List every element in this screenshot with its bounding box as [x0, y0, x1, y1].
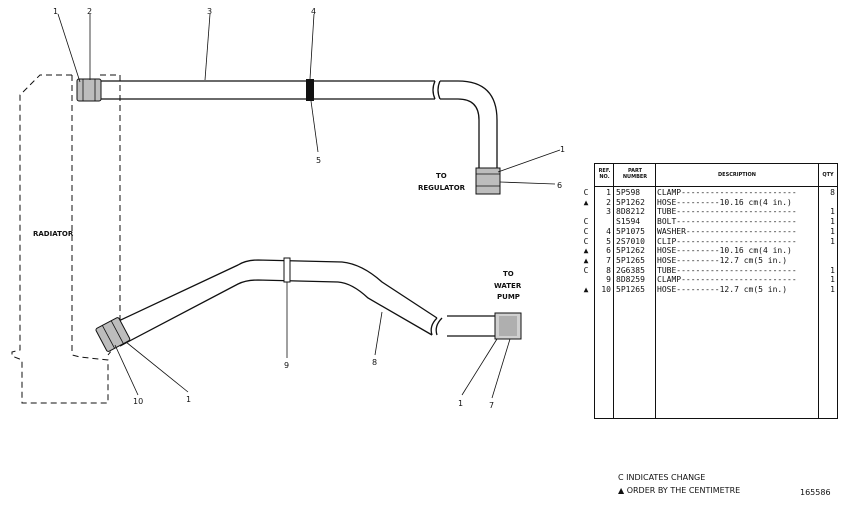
- row-ref-no: 3: [606, 207, 611, 217]
- table-row: ▲ 7 5P1265 HOSE---------12.7 cm(5 in.): [584, 255, 837, 266]
- callout-4: 4: [311, 7, 316, 16]
- row-ref-no: 10: [601, 285, 611, 294]
- to-pump-label-1: TO: [503, 270, 514, 278]
- row-description: WASHER-----------------------: [657, 226, 797, 236]
- figure-number: 165586: [800, 488, 831, 497]
- row-part-number: 5P1265: [616, 285, 645, 294]
- row-change-mark: ▲: [583, 255, 589, 265]
- row-qty: 1: [830, 217, 835, 227]
- ref-no-header: REF. NO.: [598, 168, 611, 180]
- callout-8: 8: [372, 358, 377, 367]
- radiator-label: RADIATOR: [33, 230, 74, 238]
- table-row: C 4 5P1075 WASHER----------------------- 1: [584, 226, 837, 237]
- callout-1-lower: 1: [186, 395, 191, 404]
- callout-5: 5: [316, 156, 321, 165]
- row-part-number: 5P1262: [616, 246, 645, 256]
- row-ref-no: 8: [606, 265, 611, 275]
- order-footnote: ▲ ORDER BY THE CENTIMETRE: [618, 486, 741, 495]
- row-ref-no: 1: [606, 188, 611, 197]
- to-pump-label-2: WATER: [494, 282, 522, 290]
- lower-tube-clamp: [283, 257, 291, 283]
- row-qty: 1: [830, 285, 835, 294]
- table-row: ▲ 10 5P1265 HOSE---------12.7 cm(5 in.) 1: [584, 285, 837, 295]
- table-row: ▲ 2 5P1262 HOSE---------10.16 cm(4 in.): [584, 197, 837, 208]
- row-ref-no: 6: [606, 246, 611, 256]
- row-part-number: 2S7010: [616, 236, 645, 246]
- row-change-mark: C: [583, 226, 589, 236]
- row-ref-no: 4: [606, 226, 611, 236]
- row-part-number: 5P1075: [616, 226, 645, 236]
- upper-tube: [100, 80, 498, 170]
- callout-10: 10: [133, 397, 143, 406]
- row-description: TUBE-------------------------: [657, 265, 797, 275]
- table-row: C S1594 BOLT------------------------- 1: [584, 217, 837, 227]
- table-row: ▲ 6 5P1262 HOSE---------10.16 cm(4 in.): [584, 246, 837, 256]
- row-ref-no: 9: [606, 275, 611, 285]
- leader-lines: [57, 13, 561, 399]
- description-header: DESCRIPTION: [718, 172, 756, 178]
- to-pump-label-3: PUMP: [497, 293, 520, 301]
- row-description: CLAMP------------------------: [657, 275, 797, 285]
- regulator-hose: [475, 167, 501, 195]
- callout-1-pump: 1: [458, 399, 463, 408]
- row-qty: 1: [830, 207, 835, 217]
- row-description: TUBE-------------------------: [657, 207, 797, 217]
- row-part-number: 5P1262: [616, 197, 645, 207]
- callout-9: 9: [284, 361, 289, 370]
- upper-hose-clamp: [76, 78, 102, 102]
- row-part-number: 5P1265: [616, 255, 645, 265]
- row-description: HOSE---------12.7 cm(5 in.): [657, 285, 788, 294]
- row-ref-no: 5: [606, 236, 611, 246]
- row-qty: 1: [830, 275, 835, 285]
- table-row: C 1 5P598 CLAMP------------------------ 8: [584, 188, 837, 198]
- row-description: HOSE---------12.7 cm(5 in.): [657, 255, 788, 265]
- row-qty: 8: [830, 188, 835, 197]
- to-regulator-label-2: REGULATOR: [418, 184, 466, 192]
- callout-1-upper: 1: [53, 7, 58, 16]
- row-qty: 1: [830, 236, 835, 246]
- table-row: C 8 2G6385 TUBE------------------------- 1: [584, 265, 837, 276]
- row-description: BOLT-------------------------: [657, 217, 797, 227]
- row-change-mark: ▲: [583, 246, 589, 256]
- row-part-number: 8D8212: [616, 207, 645, 217]
- table-row: 3 8D8212 TUBE------------------------- 1: [595, 207, 837, 217]
- part-number-header: PART NUMBER: [622, 168, 648, 180]
- callout-2: 2: [87, 7, 92, 16]
- row-change-mark: C: [583, 265, 589, 275]
- table-row: C 5 2S7010 CLIP------------------------- 1: [584, 236, 837, 247]
- callout-3: 3: [207, 7, 212, 16]
- row-part-number: S1594: [616, 217, 641, 227]
- to-regulator-label-1: TO: [436, 172, 447, 180]
- row-change-mark: ▲: [583, 197, 589, 207]
- row-description: HOSE---------10.16 cm(4 in.): [657, 197, 792, 207]
- row-qty: 1: [830, 265, 835, 275]
- callout-6: 6: [557, 181, 562, 190]
- table-row: 9 8D8259 CLAMP------------------------ 1: [595, 275, 837, 285]
- tube-clip: [306, 79, 314, 101]
- row-part-number: 8D8259: [616, 275, 645, 285]
- row-part-number: 5P598: [616, 188, 641, 197]
- row-change-mark: ▲: [583, 285, 589, 294]
- row-change-mark: C: [583, 236, 589, 246]
- row-ref-no: 7: [606, 255, 611, 265]
- lower-tube: [109, 259, 495, 347]
- row-change-mark: C: [583, 217, 589, 227]
- callout-7: 7: [489, 401, 494, 410]
- row-qty: 1: [830, 226, 835, 236]
- callout-1-regulator: 1: [560, 145, 565, 154]
- qty-header: QTY: [822, 172, 834, 178]
- row-part-number: 2G6385: [616, 265, 645, 275]
- row-description: HOSE---------10.16 cm(4 in.): [657, 246, 792, 256]
- radiator-outline: [11, 74, 121, 404]
- row-change-mark: C: [583, 188, 589, 197]
- row-description: CLIP-------------------------: [657, 236, 797, 246]
- change-footnote: C INDICATES CHANGE: [618, 473, 706, 482]
- lower-hose-clamp: [95, 317, 131, 352]
- row-description: CLAMP------------------------: [657, 188, 797, 197]
- row-ref-no: 2: [606, 197, 611, 207]
